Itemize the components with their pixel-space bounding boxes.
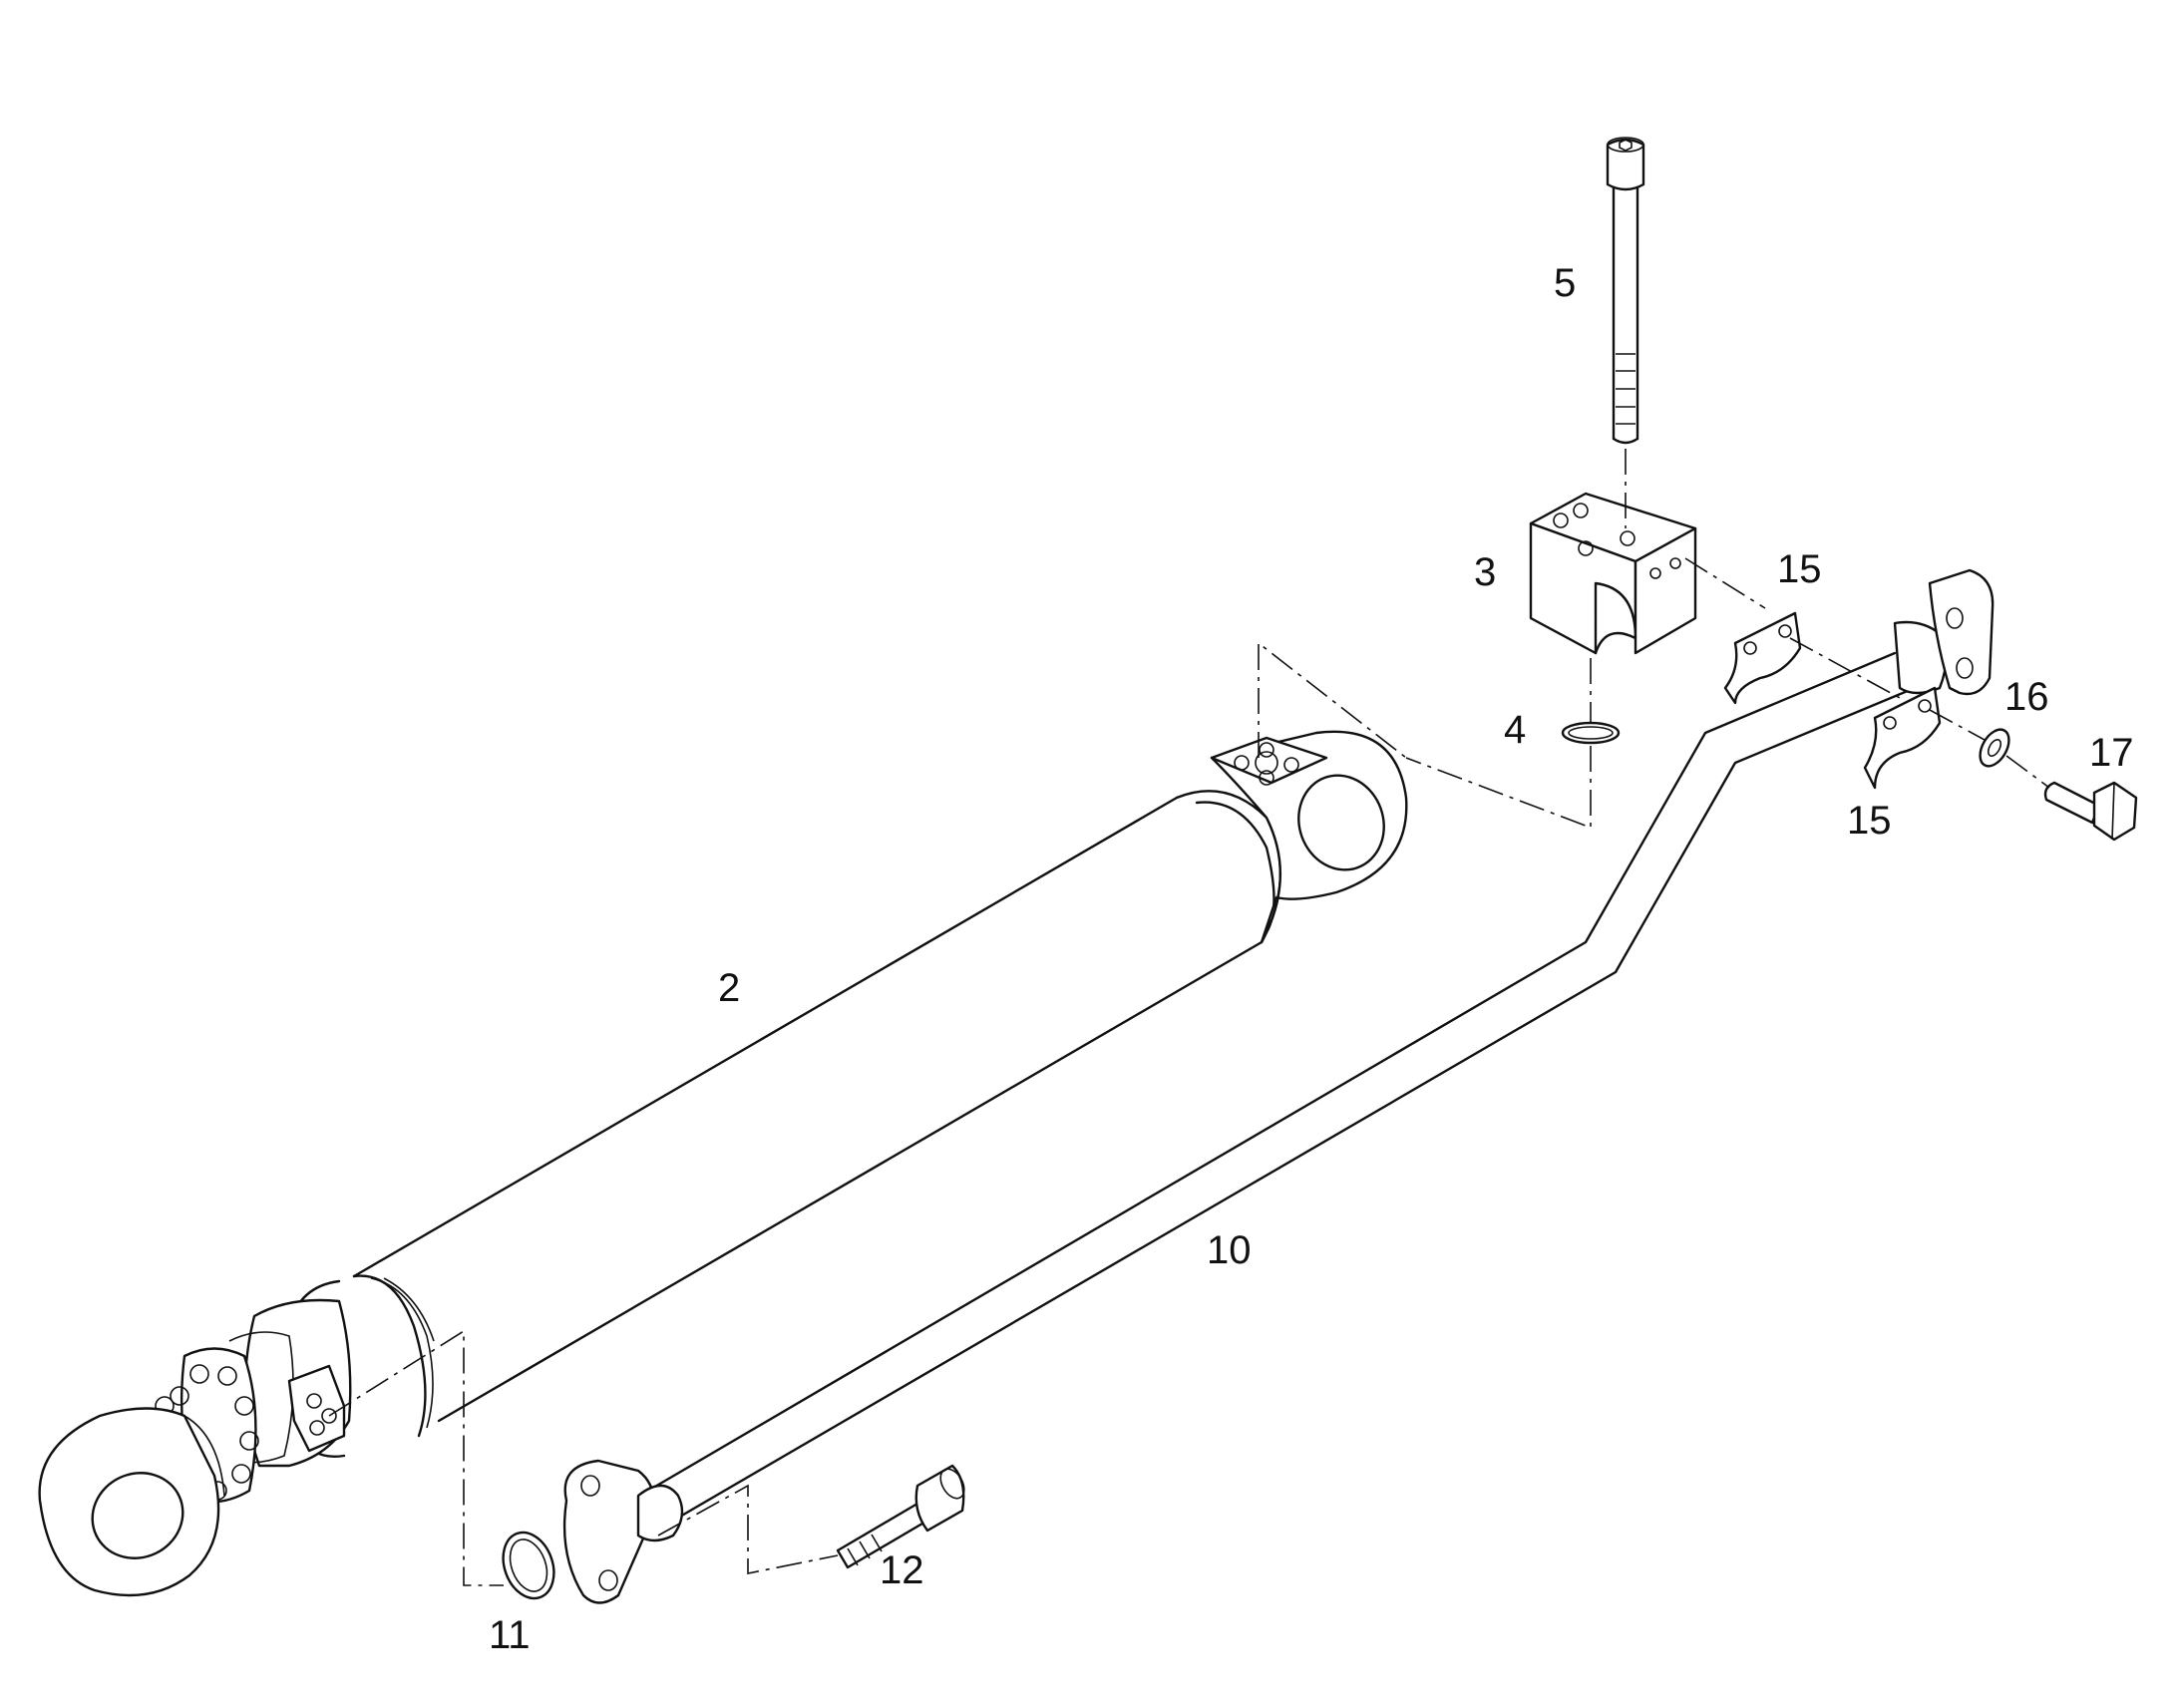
callout-4: 4	[1504, 708, 1526, 752]
flange-bolt	[836, 1464, 965, 1569]
callout-15-lower: 15	[1847, 799, 1892, 843]
assembly-lead-lines	[328, 449, 2050, 1586]
long-bolt	[1606, 137, 1645, 445]
hydraulic-cylinder	[38, 730, 1408, 1597]
washer	[1979, 728, 2010, 768]
valve-block	[1529, 492, 1697, 655]
tube-clamp-lower	[1863, 686, 1942, 790]
tube-clamp-upper	[1723, 611, 1802, 705]
callout-3: 3	[1474, 550, 1496, 594]
callout-17: 17	[2089, 731, 2134, 775]
callout-16: 16	[2004, 675, 2049, 719]
hex-bolt	[2043, 781, 2138, 842]
flange-o-ring	[502, 1531, 555, 1600]
o-ring	[1561, 721, 1621, 745]
callout-11: 11	[489, 1613, 531, 1657]
callout-5: 5	[1554, 261, 1576, 305]
callout-labels: 2 3 4 5 10 11 12 15 15 16 17	[489, 261, 2134, 1657]
callout-15-upper: 15	[1777, 547, 1822, 591]
callout-2: 2	[718, 966, 740, 1010]
hydraulic-tube	[562, 568, 1995, 1604]
callout-10: 10	[1207, 1228, 1252, 1272]
callout-12: 12	[880, 1548, 924, 1592]
